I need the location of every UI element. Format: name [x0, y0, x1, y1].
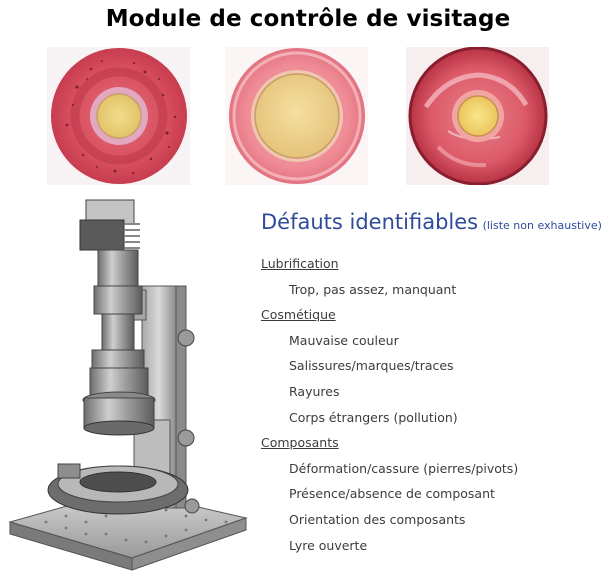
- defects-heading-text: Défauts identifiables: [261, 210, 479, 234]
- category-composants: Composants: [261, 435, 339, 451]
- list-item: Mauvaise couleur: [289, 332, 399, 348]
- inspection-machine-illustration: [6, 190, 250, 576]
- list-item: Déformation/cassure (pierres/pivots): [289, 460, 519, 476]
- category-cosmetique: Cosmétique: [261, 307, 336, 323]
- jewel-photo-clean: [225, 47, 368, 185]
- defects-heading-note: (liste non exhaustive): [482, 219, 602, 232]
- defect-categories: Lubrification Trop, pas assez, manquant …: [261, 254, 611, 561]
- page-title: Module de contrôle de visitage: [105, 6, 511, 32]
- list-item: Orientation des composants: [289, 511, 466, 527]
- category-lubrification: Lubrification: [261, 256, 339, 271]
- list-item: Corps étrangers (pollution): [289, 409, 458, 425]
- list-item: Salissures/marques/traces: [289, 358, 454, 374]
- list-item: Trop, pas assez, manquant: [289, 281, 457, 297]
- jewel-photo-damaged: [406, 47, 549, 185]
- list-item: Présence/absence de composant: [289, 486, 495, 502]
- defects-heading: Défauts identifiables (liste non exhaust…: [261, 210, 602, 234]
- list-item: Lyre ouverte: [289, 537, 368, 553]
- list-item: Rayures: [289, 383, 340, 399]
- jewel-photo-spots: [47, 47, 190, 185]
